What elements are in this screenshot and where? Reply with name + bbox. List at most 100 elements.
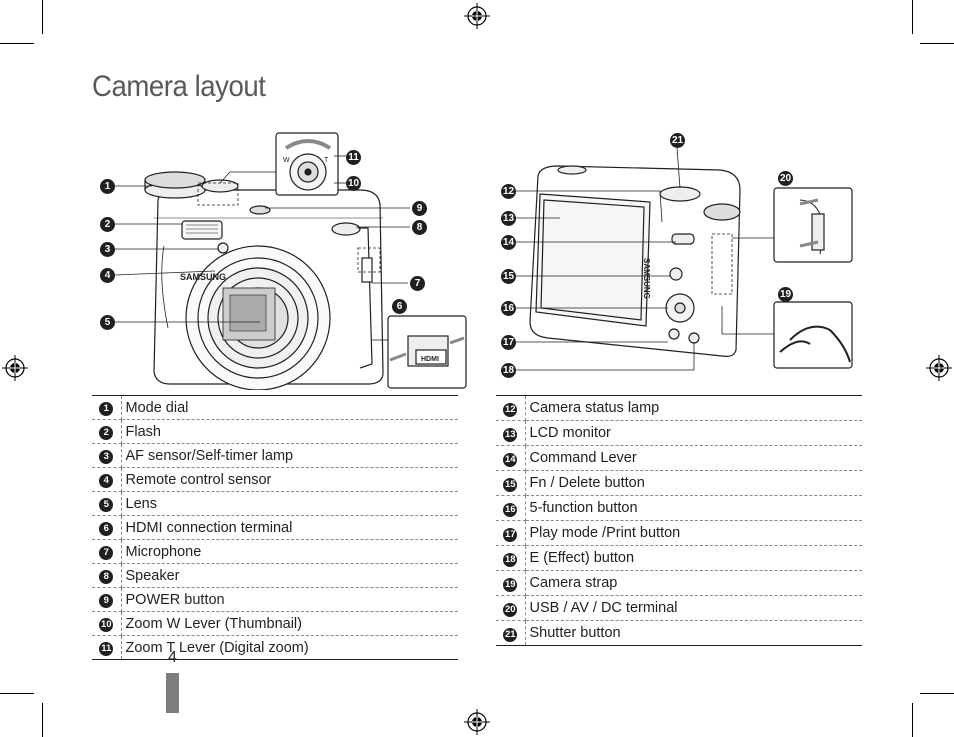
callout-19: 19	[778, 287, 793, 302]
brand-text-front: SAMSUNG	[180, 272, 226, 282]
table-row: 3 AF sensor/Self-timer lamp	[92, 443, 458, 468]
table-row: 2 Flash	[92, 419, 458, 444]
part-number: 19	[503, 577, 518, 592]
table-row: 1 Mode dial	[92, 395, 458, 420]
callout-3: 3	[100, 242, 115, 257]
part-label: HDMI connection terminal	[121, 515, 458, 540]
part-label: E (Effect) button	[525, 545, 862, 571]
part-number: 15	[503, 477, 518, 492]
part-label: Speaker	[121, 563, 458, 588]
table-row: 18 E (Effect) button	[496, 545, 862, 571]
part-number: 4	[99, 474, 114, 488]
part-label: Command Lever	[525, 445, 862, 471]
table-row: 15 Fn / Delete button	[496, 470, 862, 496]
part-number: 6	[99, 522, 114, 536]
brand-text-back: SAMSUNG	[642, 258, 651, 299]
part-number: 17	[503, 527, 518, 542]
table-row: 7 Microphone	[92, 539, 458, 564]
part-label: POWER button	[121, 587, 458, 612]
page-title: Camera layout	[92, 70, 266, 103]
part-label: Camera status lamp	[525, 395, 862, 421]
callout-10: 10	[346, 176, 361, 191]
zoom-t-text: T	[324, 157, 329, 164]
callout-5: 5	[100, 315, 115, 330]
callout-15: 15	[501, 269, 516, 284]
callout-17: 17	[501, 335, 516, 350]
part-number: 1	[99, 402, 114, 416]
callout-9: 9	[412, 201, 427, 216]
part-label: Play mode /Print button	[525, 520, 862, 546]
part-label: Mode dial	[121, 395, 458, 420]
callout-7: 7	[410, 276, 425, 291]
part-number: 18	[503, 552, 518, 567]
registration-mark-right-icon	[926, 355, 952, 381]
camera-back-illustration: SAMSUNG	[516, 147, 853, 371]
part-number: 8	[99, 570, 114, 584]
part-number: 20	[503, 602, 518, 617]
part-label: Zoom W Lever (Thumbnail)	[121, 611, 458, 636]
zoom-w-text: W	[283, 157, 290, 164]
table-row: 10 Zoom W Lever (Thumbnail)	[92, 611, 458, 636]
registration-mark-top-icon	[464, 3, 490, 29]
part-label: 5-function button	[525, 495, 862, 521]
part-label: Zoom T Lever (Digital zoom)	[121, 635, 458, 660]
table-row: 9 POWER button	[92, 587, 458, 612]
callout-8: 8	[412, 220, 427, 235]
table-row: 13 LCD monitor	[496, 420, 862, 446]
part-label: Remote control sensor	[121, 467, 458, 492]
table-row: 4 Remote control sensor	[92, 467, 458, 492]
table-row: 11 Zoom T Lever (Digital zoom)	[92, 635, 458, 660]
table-row: 19 Camera strap	[496, 570, 862, 596]
table-row: 21 Shutter button	[496, 620, 862, 646]
table-row: 14 Command Lever	[496, 445, 862, 471]
registration-mark-bottom-icon	[464, 709, 490, 735]
part-label: Fn / Delete button	[525, 470, 862, 496]
part-number: 5	[99, 498, 114, 512]
part-label: Shutter button	[525, 620, 862, 646]
part-label: Lens	[121, 491, 458, 516]
table-row: 6 HDMI connection terminal	[92, 515, 458, 540]
part-number: 7	[99, 546, 114, 560]
part-number: 10	[99, 618, 114, 632]
part-number: 12	[503, 402, 518, 417]
table-row: 20 USB / AV / DC terminal	[496, 595, 862, 621]
callout-21: 21	[670, 133, 685, 148]
part-label: USB / AV / DC terminal	[525, 595, 862, 621]
hdmi-text: HDMI	[421, 356, 439, 363]
callout-14: 14	[501, 235, 516, 250]
callout-11: 11	[346, 150, 361, 165]
table-row: 12 Camera status lamp	[496, 395, 862, 421]
table-row: 16 5-function button	[496, 495, 862, 521]
callout-4: 4	[100, 268, 115, 283]
part-number: 3	[99, 450, 114, 464]
part-label: AF sensor/Self-timer lamp	[121, 443, 458, 468]
part-number: 2	[99, 426, 114, 440]
callout-2: 2	[100, 217, 115, 232]
callout-20: 20	[778, 171, 793, 186]
back-parts-table: 12 Camera status lamp 13 LCD monitor 14 Com…	[496, 395, 862, 646]
table-row: 8 Speaker	[92, 563, 458, 588]
callout-12: 12	[501, 184, 516, 199]
callout-6: 6	[392, 299, 407, 314]
registration-mark-left-icon	[2, 355, 28, 381]
callout-16: 16	[501, 301, 516, 316]
part-number: 13	[503, 427, 518, 442]
part-number: 9	[99, 594, 114, 608]
part-number: 11	[99, 642, 114, 656]
front-parts-table: 1 Mode dial 2 Flash 3 AF sensor/Self-timer …	[92, 395, 458, 660]
callout-13: 13	[501, 211, 516, 226]
page-number: 4	[168, 649, 177, 666]
section-tab	[166, 673, 179, 713]
callout-1: 1	[100, 179, 115, 194]
camera-front-illustration: SAMSUNG W T HDMI	[114, 132, 467, 390]
table-row: 5 Lens	[92, 491, 458, 516]
part-number: 16	[503, 502, 518, 517]
part-label: Camera strap	[525, 570, 862, 596]
table-row: 17 Play mode /Print button	[496, 520, 862, 546]
part-label: Microphone	[121, 539, 458, 564]
callout-18: 18	[501, 363, 516, 378]
part-label: LCD monitor	[525, 420, 862, 446]
part-label: Flash	[121, 419, 458, 444]
part-number: 14	[503, 452, 518, 467]
part-number: 21	[503, 627, 518, 642]
